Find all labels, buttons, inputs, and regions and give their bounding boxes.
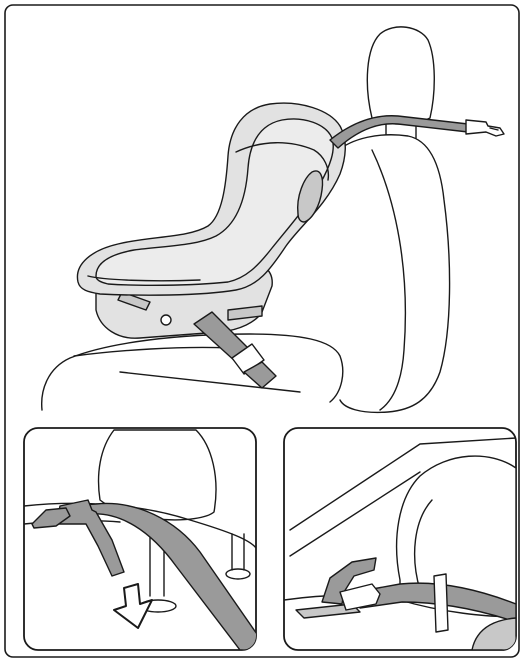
vehicle-seat-back	[336, 135, 450, 413]
inset-left-panel	[24, 428, 268, 650]
inset-right-adjuster	[434, 574, 448, 632]
vehicle-headrest	[367, 27, 434, 124]
inset-right-panel	[284, 428, 516, 650]
base-knob	[161, 315, 171, 325]
